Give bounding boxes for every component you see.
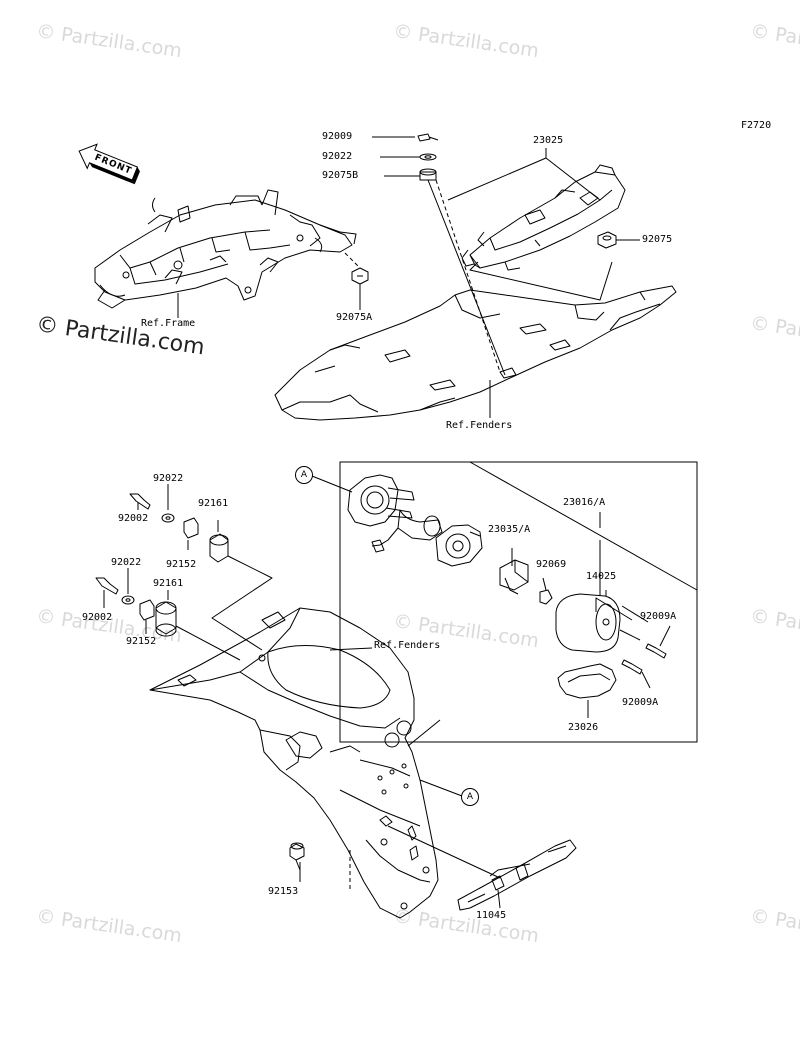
tail-lens-drawing <box>555 593 649 653</box>
part-label-92002[interactable]: 92002 <box>118 513 149 524</box>
seat-bracket-drawing <box>461 164 626 271</box>
part-label-14025[interactable]: 14025 <box>586 571 617 582</box>
part-label-92022[interactable]: 92022 <box>111 557 142 568</box>
figure-code: F2720 <box>741 120 772 131</box>
part-label-92009a[interactable]: 92009A <box>640 611 677 622</box>
part-label-92002[interactable]: 92002 <box>82 612 113 623</box>
reflector-cover-drawing <box>557 663 617 699</box>
bulb-holder-drawing <box>499 559 553 605</box>
frame-drawing <box>94 189 369 309</box>
assembly-bracket-box <box>339 461 698 743</box>
part-label-92152[interactable]: 92152 <box>166 559 197 570</box>
part-label-11045[interactable]: 11045 <box>476 910 507 921</box>
rear-fender-drawing <box>149 607 439 919</box>
tail-light-socket-drawing <box>347 474 483 567</box>
part-label-92009[interactable]: 92009 <box>322 131 353 142</box>
part-label-92152[interactable]: 92152 <box>126 636 157 647</box>
callout-marker-a: A <box>461 788 479 806</box>
part-label-92075a[interactable]: 92075A <box>336 312 373 323</box>
part-label-92161[interactable]: 92161 <box>153 578 184 589</box>
part-label-92022[interactable]: 92022 <box>153 473 184 484</box>
part-label-23016a[interactable]: 23016/A <box>563 497 606 508</box>
part-label-23035a[interactable]: 23035/A <box>488 524 531 535</box>
mounting-hardware-drawing <box>95 493 305 871</box>
part-label-92075[interactable]: 92075 <box>642 234 673 245</box>
part-label-92069[interactable]: 92069 <box>536 559 567 570</box>
part-label-23026[interactable]: 23026 <box>568 722 599 733</box>
ref-frame-label: Ref.Frame <box>141 318 196 329</box>
screw-pair-drawing <box>621 643 667 675</box>
ref-fenders-label: Ref.Fenders <box>374 640 441 651</box>
callout-marker-a: A <box>295 466 313 484</box>
license-bracket-drawing <box>457 839 577 911</box>
part-label-92009a[interactable]: 92009A <box>622 697 659 708</box>
part-label-92022[interactable]: 92022 <box>322 151 353 162</box>
front-direction-arrow: FRONT <box>74 139 145 188</box>
part-label-92153[interactable]: 92153 <box>268 886 299 897</box>
ref-fenders-label: Ref.Fenders <box>446 420 513 431</box>
part-label-92075b[interactable]: 92075B <box>322 170 359 181</box>
part-label-23025[interactable]: 23025 <box>533 135 564 146</box>
rear-cowl-drawing <box>274 285 677 421</box>
part-label-92161[interactable]: 92161 <box>198 498 229 509</box>
